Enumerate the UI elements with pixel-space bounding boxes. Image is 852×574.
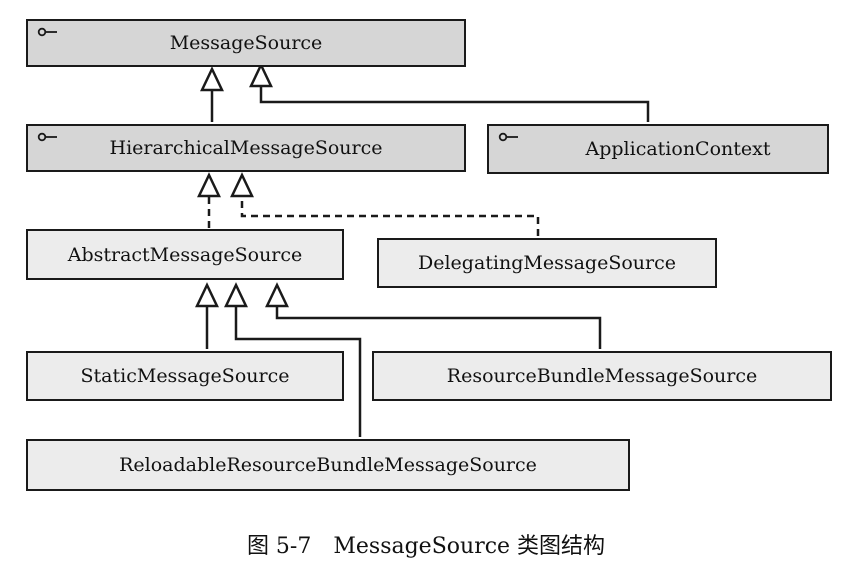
- delegating-message-source-label: DelegatingMessageSource: [418, 252, 676, 274]
- interface-icon: [498, 132, 518, 142]
- hierarchical-message-source-label: HierarchicalMessageSource: [109, 137, 383, 159]
- inheritance-arrowhead: [197, 172, 221, 198]
- inheritance-arrowhead: [195, 282, 219, 308]
- delegating-message-source-class-box[interactable]: DelegatingMessageSource: [377, 238, 717, 288]
- message-source-label: MessageSource: [169, 32, 323, 54]
- interface-icon: [37, 132, 57, 142]
- abstract-message-source-label: AbstractMessageSource: [67, 243, 303, 266]
- inheritance-arrowhead: [249, 62, 273, 88]
- figure-caption: 图 5-7 MessageSource 类图结构: [246, 534, 606, 559]
- reloadable-resource-bundle-message-source-label: ReloadableResourceBundleMessageSource: [119, 454, 537, 476]
- connector-reloadable-to-abstract: [234, 306, 362, 437]
- connector-resourcebundle-to-abstract: [275, 306, 602, 349]
- resource-bundle-message-source-label: ResourceBundleMessageSource: [446, 365, 758, 387]
- abstract-message-source-class-box[interactable]: AbstractMessageSource: [26, 229, 344, 280]
- reloadable-resource-bundle-message-source-class-box[interactable]: ReloadableResourceBundleMessageSource: [26, 439, 630, 491]
- connector-delegating-to-hierarchical: [240, 196, 540, 236]
- inheritance-arrowhead: [200, 66, 224, 92]
- static-message-source-class-box[interactable]: StaticMessageSource: [26, 351, 344, 401]
- hierarchical-message-source-interface-box[interactable]: HierarchicalMessageSource: [26, 124, 466, 172]
- inheritance-arrowhead: [224, 282, 248, 308]
- connector-applicationcontext-to-messagesource: [259, 86, 650, 122]
- static-message-source-label: StaticMessageSource: [80, 365, 290, 387]
- message-source-interface-box[interactable]: MessageSource: [26, 19, 466, 67]
- application-context-label: ApplicationContext: [585, 138, 771, 160]
- resource-bundle-message-source-class-box[interactable]: ResourceBundleMessageSource: [372, 351, 832, 401]
- inheritance-arrowhead: [230, 172, 254, 198]
- application-context-interface-box[interactable]: ApplicationContext: [487, 124, 829, 174]
- inheritance-arrowhead: [265, 282, 289, 308]
- interface-icon: [37, 27, 57, 37]
